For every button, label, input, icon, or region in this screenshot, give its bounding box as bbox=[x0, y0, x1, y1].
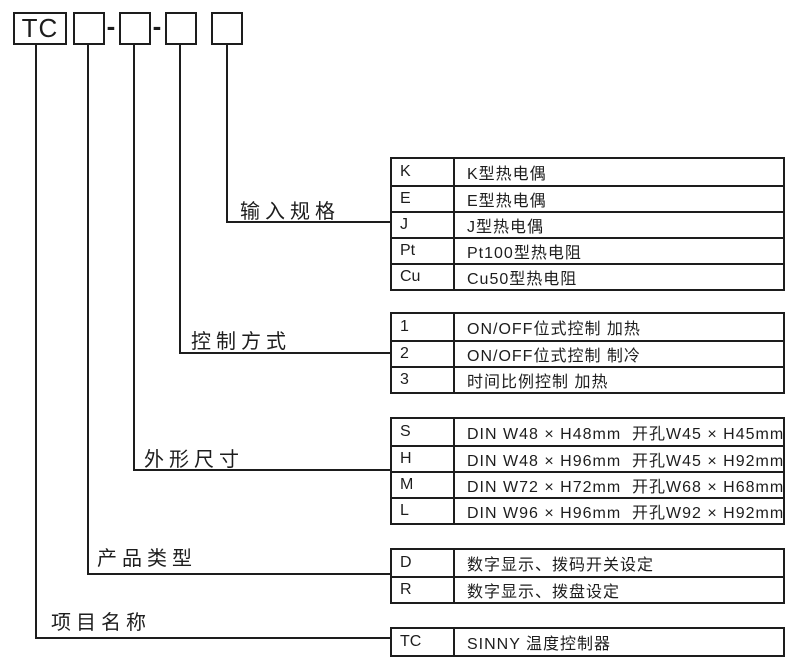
connector-line-control-mode bbox=[179, 45, 181, 354]
code-cell: M bbox=[392, 473, 455, 497]
table-row: L DIN W96 × H96mm 开孔W92 × H92mm bbox=[392, 497, 783, 523]
table-row: TC SINNY 温度控制器 bbox=[392, 629, 783, 655]
code-cell: S bbox=[392, 419, 455, 445]
connector-line-input-spec bbox=[226, 45, 228, 223]
code-cell: Cu bbox=[392, 265, 455, 289]
code-cell: H bbox=[392, 447, 455, 471]
desc-cell: E型热电偶 bbox=[467, 193, 547, 210]
connector-line-input-spec bbox=[226, 221, 392, 223]
code-cell: TC bbox=[392, 629, 455, 655]
table-row: M DIN W72 × H72mm 开孔W68 × H68mm bbox=[392, 471, 783, 497]
segment-box-dimensions bbox=[119, 12, 151, 45]
code-cell: Pt bbox=[392, 239, 455, 263]
desc-cell: 时间比例控制 加热 bbox=[467, 374, 609, 391]
connector-line-product-type bbox=[87, 573, 392, 575]
table-row: R 数字显示、拨盘设定 bbox=[392, 576, 783, 602]
segment-box-product-type bbox=[73, 12, 105, 45]
table-row: 1 ON/OFF位式控制 加热 bbox=[392, 314, 783, 340]
desc-cell: SINNY 温度控制器 bbox=[467, 636, 612, 653]
connector-line-control-mode bbox=[179, 352, 392, 354]
table-row: 3 时间比例控制 加热 bbox=[392, 366, 783, 392]
table-row: D 数字显示、拨码开关设定 bbox=[392, 550, 783, 576]
desc-cell: ON/OFF位式控制 加热 bbox=[467, 321, 641, 338]
label-control-mode: 控制方式 bbox=[191, 331, 291, 353]
connector-line-project-name bbox=[35, 45, 37, 639]
desc-cell: 数字显示、拨盘设定 bbox=[467, 584, 621, 601]
connector-line-product-type bbox=[87, 45, 89, 575]
separator-dash: - bbox=[106, 11, 116, 41]
code-cell: R bbox=[392, 578, 455, 602]
code-cell: E bbox=[392, 187, 455, 211]
separator-dash: - bbox=[152, 11, 162, 41]
label-project-name: 项目名称 bbox=[51, 612, 151, 634]
connector-line-project-name bbox=[35, 637, 392, 639]
table-row: J J型热电偶 bbox=[392, 211, 783, 237]
table-input-spec: K K型热电偶 E E型热电偶 J J型热电偶 Pt Pt100型热电阻 Cu … bbox=[390, 157, 785, 291]
label-input-spec: 输入规格 bbox=[240, 201, 340, 223]
connector-line-dimensions bbox=[133, 45, 135, 471]
label-product-type: 产品类型 bbox=[97, 548, 197, 570]
prefix-box: TC bbox=[13, 12, 67, 45]
label-dimensions: 外形尺寸 bbox=[144, 449, 244, 471]
code-cell: K bbox=[392, 159, 455, 185]
desc-cell: Pt100型热电阻 bbox=[467, 245, 582, 262]
table-row: Cu Cu50型热电阻 bbox=[392, 263, 783, 289]
desc-cell: Cu50型热电阻 bbox=[467, 271, 578, 288]
code-cell: L bbox=[392, 499, 455, 523]
code-cell: J bbox=[392, 213, 455, 237]
segment-box-control-mode bbox=[165, 12, 197, 45]
desc-cell: DIN W48 × H96mm 开孔W45 × H92mm bbox=[467, 453, 783, 470]
desc-cell: J型热电偶 bbox=[467, 219, 545, 236]
code-cell: D bbox=[392, 550, 455, 576]
table-row: 2 ON/OFF位式控制 制冷 bbox=[392, 340, 783, 366]
desc-cell: DIN W48 × H48mm 开孔W45 × H45mm bbox=[467, 426, 783, 443]
code-cell: 2 bbox=[392, 342, 455, 366]
code-cell: 3 bbox=[392, 368, 455, 392]
desc-cell: 数字显示、拨码开关设定 bbox=[467, 557, 655, 574]
table-dimensions: S DIN W48 × H48mm 开孔W45 × H45mm H DIN W4… bbox=[390, 417, 785, 525]
table-row: K K型热电偶 bbox=[392, 159, 783, 185]
table-row: S DIN W48 × H48mm 开孔W45 × H45mm bbox=[392, 419, 783, 445]
desc-cell: DIN W72 × H72mm 开孔W68 × H68mm bbox=[467, 479, 783, 496]
table-project-name: TC SINNY 温度控制器 bbox=[390, 627, 785, 657]
table-row: H DIN W48 × H96mm 开孔W45 × H92mm bbox=[392, 445, 783, 471]
code-cell: 1 bbox=[392, 314, 455, 340]
table-row: Pt Pt100型热电阻 bbox=[392, 237, 783, 263]
table-product-type: D 数字显示、拨码开关设定 R 数字显示、拨盘设定 bbox=[390, 548, 785, 604]
desc-cell: DIN W96 × H96mm 开孔W92 × H92mm bbox=[467, 505, 783, 522]
desc-cell: K型热电偶 bbox=[467, 166, 547, 183]
connector-line-dimensions bbox=[133, 469, 392, 471]
desc-cell: ON/OFF位式控制 制冷 bbox=[467, 348, 641, 365]
table-control-mode: 1 ON/OFF位式控制 加热 2 ON/OFF位式控制 制冷 3 时间比例控制… bbox=[390, 312, 785, 394]
segment-box-input-spec bbox=[211, 12, 243, 45]
table-row: E E型热电偶 bbox=[392, 185, 783, 211]
